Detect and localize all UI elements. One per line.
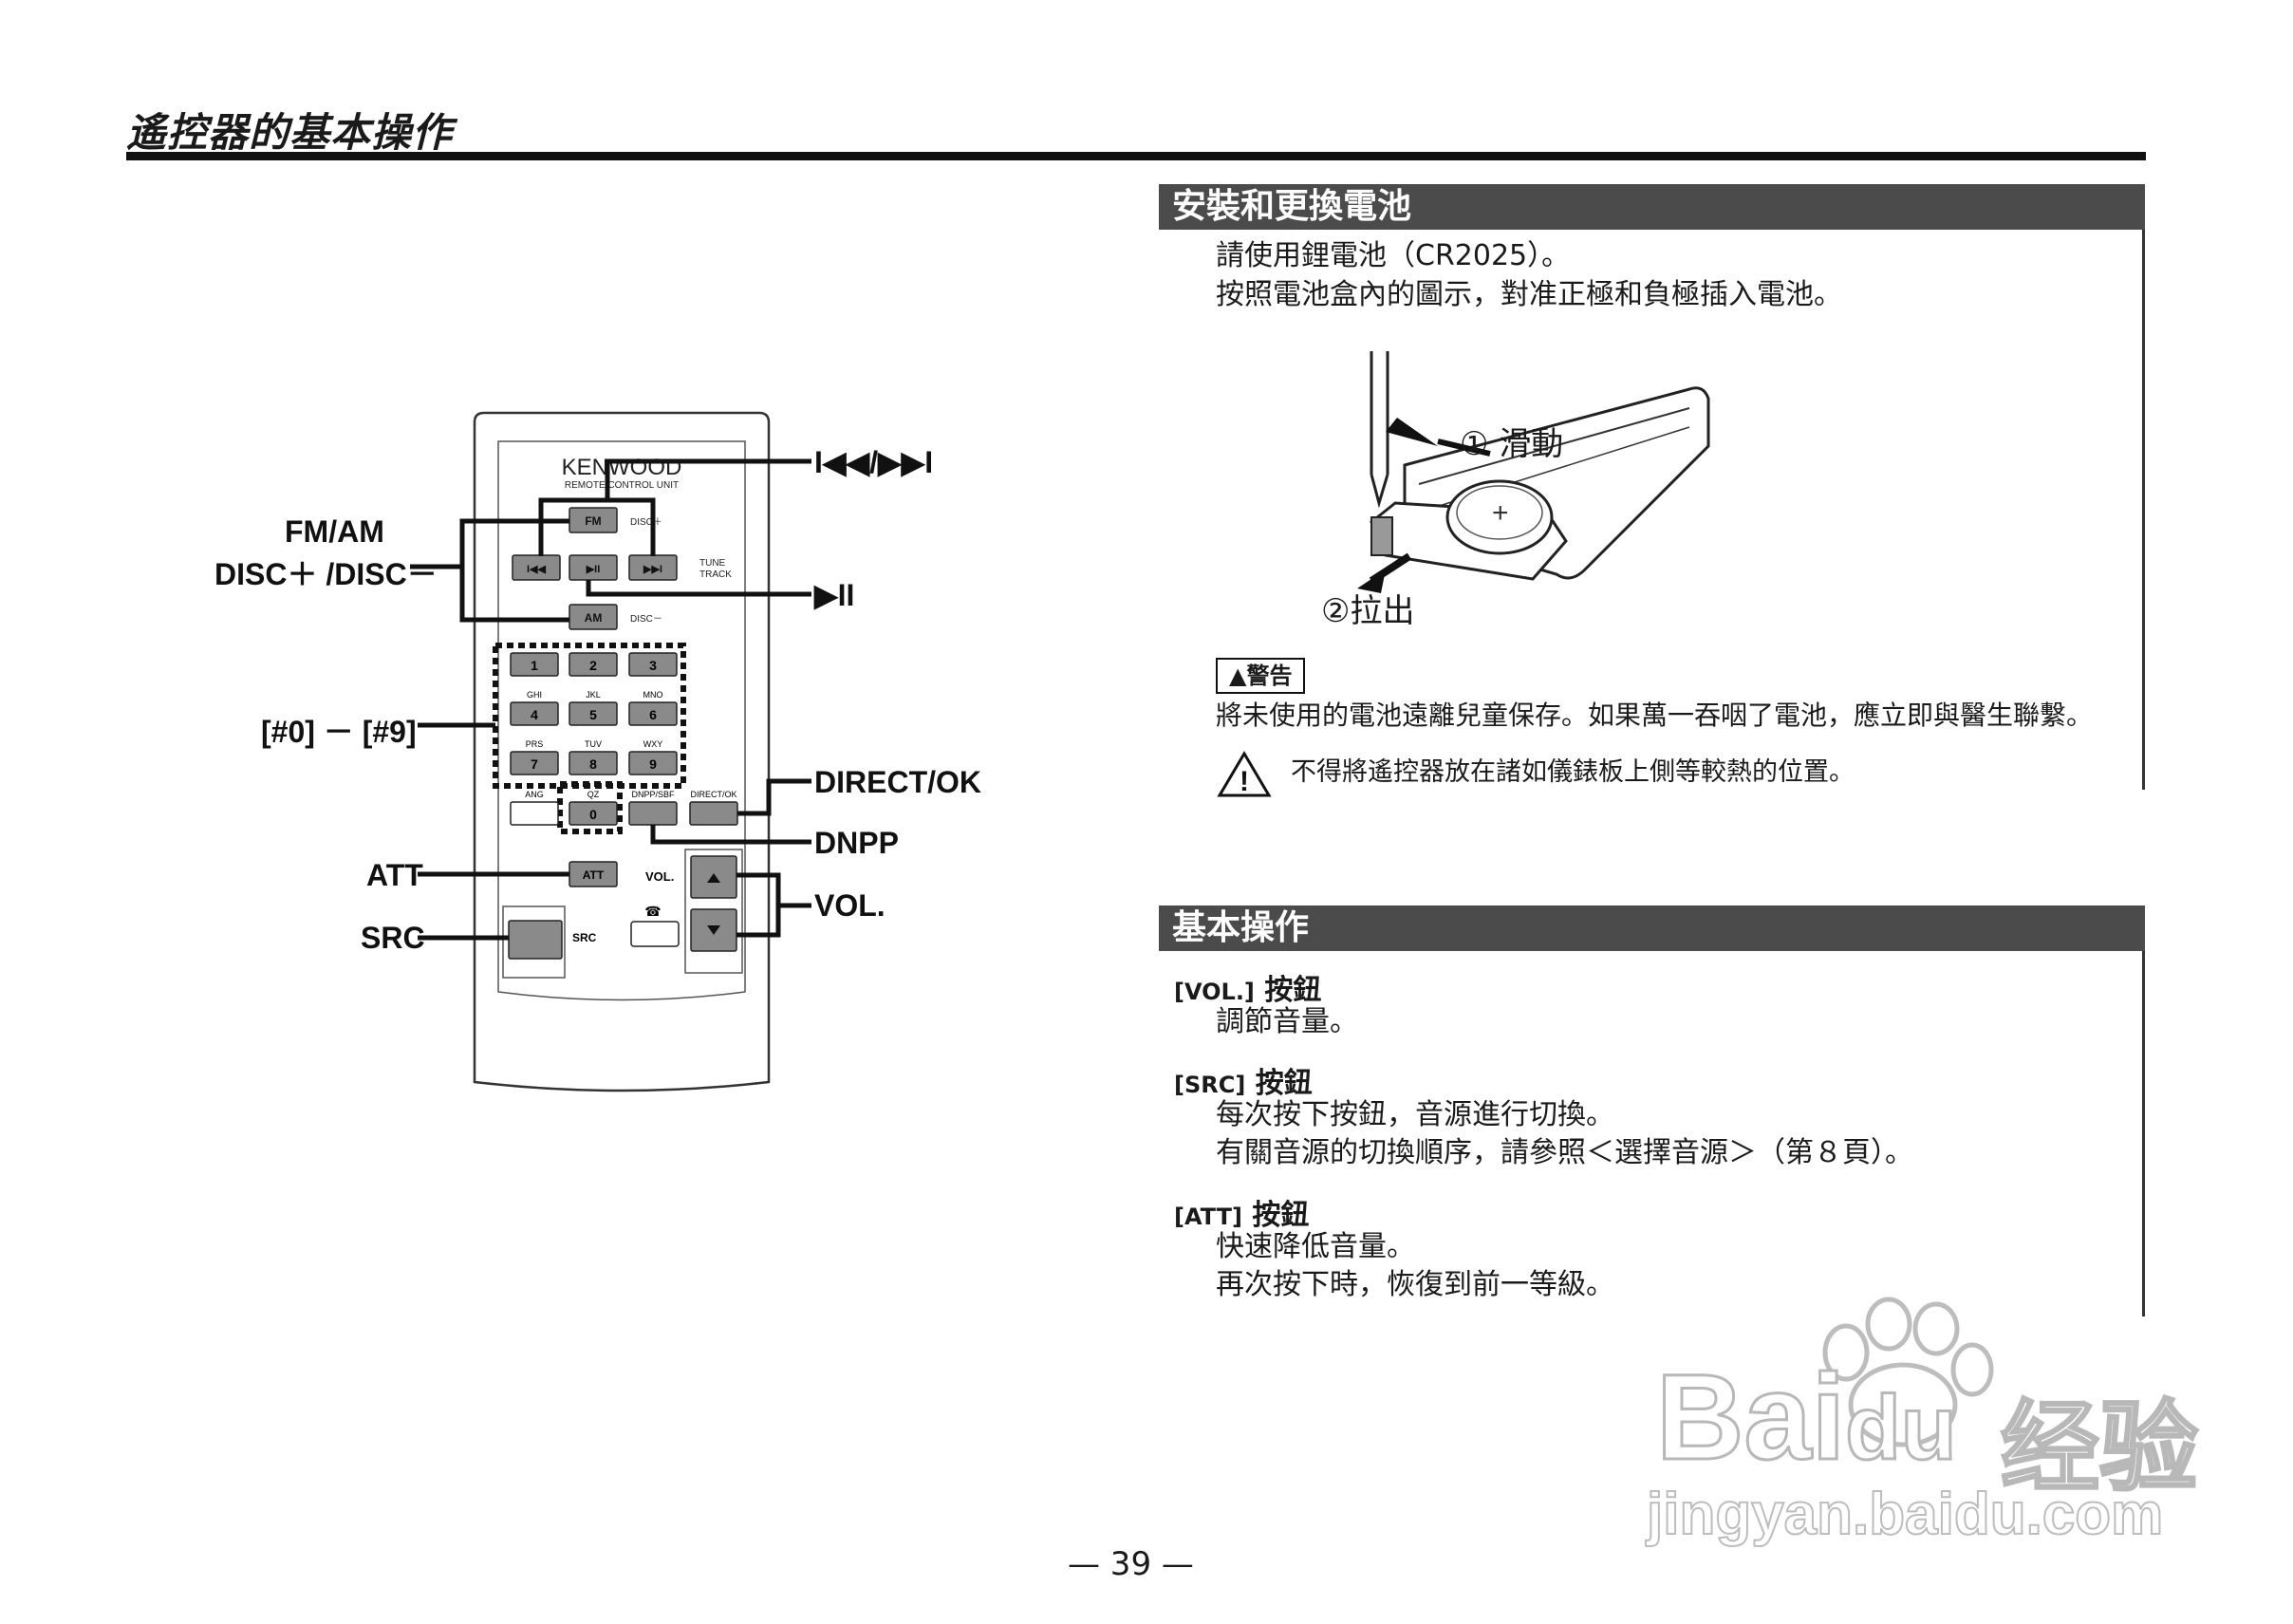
- vol-leader: [736, 872, 811, 938]
- svg-text:4: 4: [531, 707, 538, 722]
- watermark-brand: Baidu: [1654, 1349, 1957, 1487]
- battery-plus: +: [1492, 497, 1509, 529]
- svg-text:DISC＋: DISC＋: [630, 517, 662, 528]
- svg-text:TUV: TUV: [585, 739, 602, 749]
- att-heading: [ATT] 按鈕: [1174, 1199, 1310, 1232]
- remote-inner-panel: [497, 440, 746, 1001]
- svg-text:DIRECT/OK: DIRECT/OK: [690, 790, 736, 799]
- remote-subtitle: REMOTE CONTROL UNIT: [565, 480, 679, 491]
- svg-text:2: 2: [589, 658, 597, 673]
- section-title-battery: 安裝和更換電池: [1159, 184, 2145, 230]
- svg-text:TRACK: TRACK: [699, 569, 732, 580]
- section-right-border-2: [2142, 951, 2145, 1316]
- warning-text: 將未使用的電池遠離兒童保存。如果萬一吞咽了電池，應立即與醫生聯繫。: [1216, 700, 2094, 731]
- src-button: [508, 920, 563, 960]
- play-pause-button: [569, 554, 618, 581]
- battery-illustration: +: [1357, 351, 1710, 593]
- fm-am-leader: [459, 518, 569, 623]
- callout-play-pause: ▶II: [814, 578, 855, 612]
- callout-vol: VOL.: [814, 888, 886, 923]
- svg-text:GHI: GHI: [527, 690, 542, 700]
- dnpp-leader: [650, 825, 811, 845]
- att-desc-2: 再次按下時，恢復到前一等級。: [1216, 1268, 1614, 1301]
- svg-text:!: !: [1240, 766, 1249, 797]
- svg-text:DNPP/SBF: DNPP/SBF: [631, 790, 675, 799]
- src-heading: [SRC] 按鈕: [1174, 1067, 1313, 1100]
- callout-skip: I◀◀/▶▶I: [814, 445, 934, 479]
- page-title: 遙控器的基本操作: [126, 109, 454, 156]
- src-desc-2: 有關音源的切換順序，請參照＜選擇音源＞（第８頁）。: [1216, 1136, 1913, 1169]
- battery-text-1: 請使用鋰電池（CR2025）。: [1216, 239, 1571, 272]
- svg-text:TUNE: TUNE: [699, 558, 726, 569]
- caution-icon: !: [1217, 751, 1272, 797]
- number-keys: 1 2 3 GHI JKL MNO 4 5 6 PRS TUV WXY 7 8 …: [510, 652, 738, 826]
- svg-text:9: 9: [649, 756, 657, 772]
- callout-att: ATT: [366, 858, 423, 892]
- warning-badge: ▲警告: [1216, 658, 1306, 694]
- svg-text:1: 1: [531, 658, 538, 673]
- zero-box: [557, 781, 623, 834]
- prev-button: [512, 554, 561, 581]
- vol-heading: [VOL.] 按鈕: [1174, 974, 1322, 1007]
- svg-text:▶II: ▶II: [586, 564, 601, 575]
- svg-text:SRC: SRC: [572, 931, 597, 944]
- src-desc-1: 每次按下按鈕，音源進行切換。: [1216, 1098, 1614, 1131]
- svg-text:WXY: WXY: [643, 739, 663, 749]
- direct-ok-button: [689, 801, 738, 826]
- att-desc-1: 快速降低音量。: [1216, 1230, 1415, 1263]
- svg-text:8: 8: [589, 756, 597, 772]
- svg-text:0: 0: [589, 807, 597, 822]
- watermark-cn: 经验: [1999, 1392, 2199, 1505]
- svg-text:VOL.: VOL.: [645, 869, 674, 884]
- ang-button: [510, 801, 559, 826]
- remote-brand: KENWOOD: [562, 455, 682, 480]
- battery-text-2: 按照電池盒內的圖示，對准正極和負極插入電池。: [1216, 278, 1842, 311]
- svg-text:MNO: MNO: [643, 690, 663, 700]
- svg-text:3: 3: [649, 658, 657, 673]
- callout-disc: DISC＋ /DISC－: [214, 557, 438, 591]
- am-button: [569, 604, 618, 630]
- svg-text:ATT: ATT: [583, 868, 605, 882]
- paw-logo-icon: [1822, 1297, 1994, 1447]
- callout-numbers: [#0] － [#9]: [261, 715, 417, 749]
- svg-text:PRS: PRS: [526, 739, 544, 749]
- callout-direct-ok: DIRECT/OK: [814, 765, 981, 799]
- svg-text:▶▶I: ▶▶I: [643, 564, 662, 575]
- svg-text:DISC－: DISC－: [630, 614, 662, 625]
- svg-text:AM: AM: [585, 611, 603, 625]
- svg-text:6: 6: [649, 707, 657, 722]
- play-pause-leader: [586, 580, 811, 597]
- phone-button: [630, 921, 680, 947]
- svg-text:JKL: JKL: [586, 690, 601, 700]
- callout-fm-am: FM/AM: [285, 514, 384, 549]
- callout-dnpp: DNPP: [814, 826, 899, 860]
- battery-step-2: ②拉出: [1321, 592, 1415, 630]
- dnpp-button: [628, 801, 678, 826]
- caution-text: 不得將遙控器放在諸如儀錶板上側等較熱的位置。: [1291, 757, 1855, 787]
- slide-arrow: [1386, 418, 1438, 446]
- section-title-basic: 基本操作: [1159, 905, 2145, 951]
- callout-src: SRC: [361, 921, 425, 955]
- svg-text:ANG: ANG: [525, 790, 544, 799]
- page-number: — 39 —: [1068, 1545, 1194, 1583]
- svg-text:5: 5: [589, 707, 597, 722]
- section-right-border-1: [2142, 230, 2145, 790]
- direct-leader: [737, 778, 811, 816]
- vol-desc-1: 調節音量。: [1216, 1005, 1358, 1038]
- svg-text:QZ: QZ: [587, 790, 600, 799]
- phone-icon: ☎: [644, 904, 661, 919]
- svg-text:FM: FM: [585, 514, 601, 528]
- remote-diagram: KENWOOD REMOTE CONTROL UNIT FM DISC＋ I◀◀…: [410, 411, 811, 1092]
- battery-step-1: ① 滑動: [1460, 425, 1564, 463]
- watermark-url: jingyan.baidu.com: [1646, 1481, 2164, 1548]
- svg-text:7: 7: [531, 756, 538, 772]
- svg-text:I◀◀: I◀◀: [527, 564, 547, 575]
- title-rule: [126, 152, 2146, 160]
